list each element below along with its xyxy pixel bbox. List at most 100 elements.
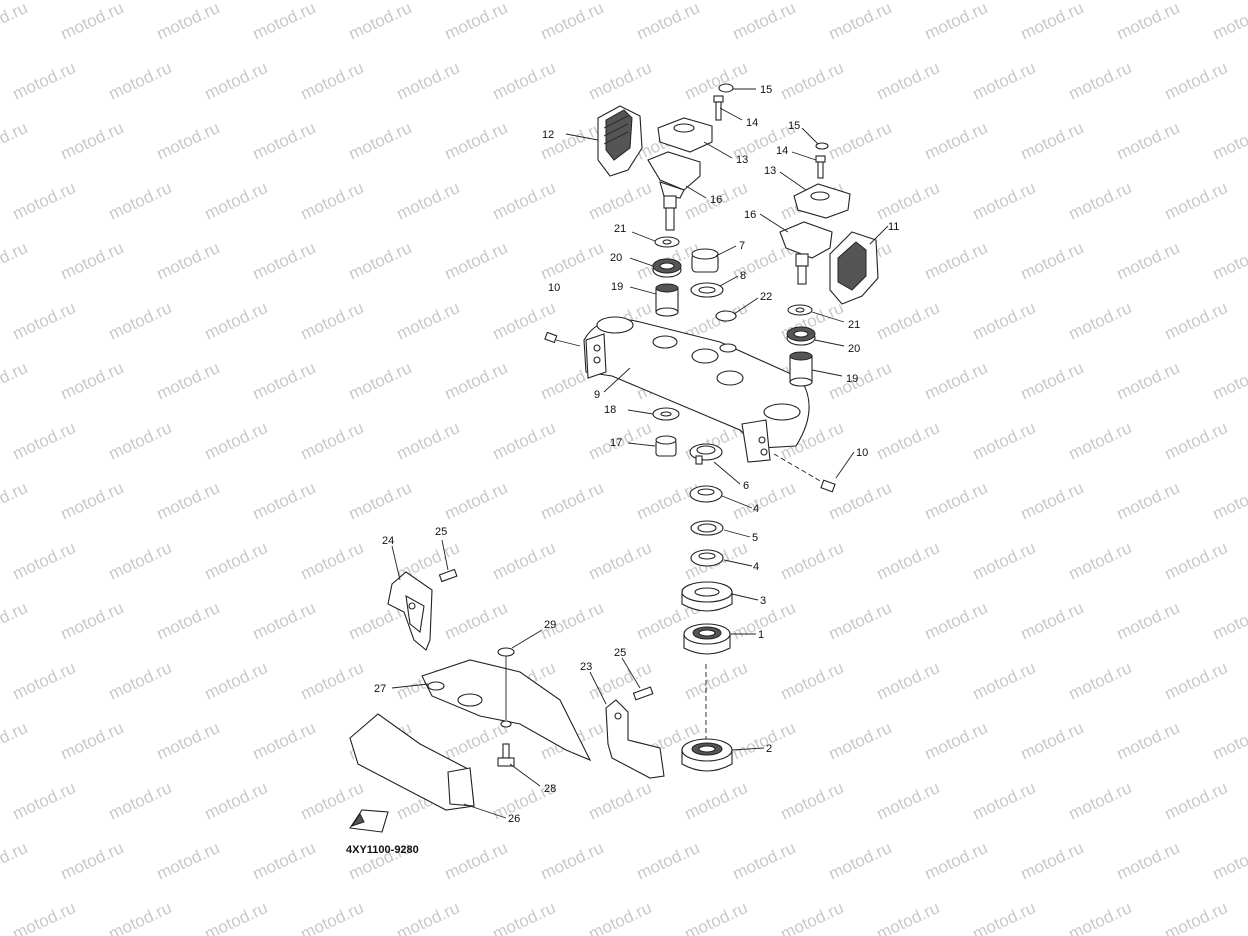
washer-21-right bbox=[787, 304, 813, 316]
ring-nut-4-upper bbox=[689, 485, 723, 503]
watermark-text: motod.ru bbox=[826, 598, 895, 644]
watermark-text: motod.ru bbox=[970, 418, 1039, 464]
watermark-text: motod.ru bbox=[1210, 358, 1248, 404]
watermark-text: motod.ru bbox=[682, 898, 751, 936]
watermark-text: motod.ru bbox=[874, 298, 943, 344]
watermark-text: motod.ru bbox=[106, 418, 175, 464]
watermark-text: motod.ru bbox=[1066, 778, 1135, 824]
watermark-text: motod.ru bbox=[298, 538, 367, 584]
watermark-text: motod.ru bbox=[490, 898, 559, 936]
watermark-text: motod.ru bbox=[970, 178, 1039, 224]
callout-10: 10 bbox=[548, 282, 560, 294]
watermark-text: motod.ru bbox=[0, 478, 30, 524]
watermark-text: motod.ru bbox=[58, 478, 127, 524]
upper-holder-right bbox=[793, 183, 851, 219]
watermark-text: motod.ru bbox=[634, 478, 703, 524]
watermark-text: motod.ru bbox=[970, 538, 1039, 584]
watermark-text: motod.ru bbox=[874, 178, 943, 224]
watermark-text: motod.ru bbox=[826, 478, 895, 524]
watermark-text: motod.ru bbox=[586, 58, 655, 104]
watermark-text: motod.ru bbox=[1066, 58, 1135, 104]
callout-20: 20 bbox=[610, 252, 622, 264]
watermark-text: motod.ru bbox=[1114, 598, 1183, 644]
callout-6: 6 bbox=[743, 480, 749, 492]
watermark-text: motod.ru bbox=[394, 58, 463, 104]
watermark-text: motod.ru bbox=[634, 838, 703, 884]
watermark-text: motod.ru bbox=[58, 598, 127, 644]
watermark-text: motod.ru bbox=[1018, 0, 1087, 44]
lower-holder-right bbox=[779, 221, 833, 285]
watermark-text: motod.ru bbox=[1162, 418, 1231, 464]
callout-25: 25 bbox=[435, 526, 447, 538]
watermark-text: motod.ru bbox=[10, 298, 79, 344]
watermark-text: motod.ru bbox=[10, 778, 79, 824]
watermark-text: motod.ru bbox=[1066, 658, 1135, 704]
watermark-text: motod.ru bbox=[1066, 538, 1135, 584]
watermark-text: motod.ru bbox=[922, 478, 991, 524]
callout-4: 4 bbox=[753, 503, 759, 515]
watermark-text: motod.ru bbox=[922, 358, 991, 404]
watermark-text: motod.ru bbox=[0, 358, 30, 404]
watermark-text: motod.ru bbox=[154, 358, 223, 404]
watermark-text: motod.ru bbox=[1114, 358, 1183, 404]
watermark-text: motod.ru bbox=[0, 238, 30, 284]
watermark-text: motod.ru bbox=[202, 418, 271, 464]
watermark-text: motod.ru bbox=[874, 898, 943, 936]
callout-19: 19 bbox=[611, 281, 623, 293]
handlebar-cover-left bbox=[597, 105, 643, 177]
callout-9: 9 bbox=[594, 389, 600, 401]
watermark-text: motod.ru bbox=[154, 598, 223, 644]
watermark-text: motod.ru bbox=[730, 478, 799, 524]
watermark-text: motod.ru bbox=[58, 838, 127, 884]
watermark-text: motod.ru bbox=[1162, 298, 1231, 344]
callout-29: 29 bbox=[544, 619, 556, 631]
watermark-text: motod.ru bbox=[682, 778, 751, 824]
watermark-text: motod.ru bbox=[538, 0, 607, 44]
washer-5 bbox=[690, 520, 724, 536]
bolt-29 bbox=[497, 647, 515, 720]
watermark-text: motod.ru bbox=[202, 898, 271, 936]
ring-nut-4-lower bbox=[690, 549, 724, 567]
watermark-text: motod.ru bbox=[250, 118, 319, 164]
callout-14: 14 bbox=[776, 145, 788, 157]
callout-10: 10 bbox=[856, 447, 868, 459]
bolt-10-right bbox=[773, 453, 836, 493]
callout-25: 25 bbox=[614, 647, 626, 659]
arrow-fwd-icon bbox=[349, 809, 389, 833]
watermark-text: motod.ru bbox=[586, 898, 655, 936]
watermark-text: motod.ru bbox=[58, 358, 127, 404]
watermark-text: motod.ru bbox=[250, 718, 319, 764]
watermark-text: motod.ru bbox=[1066, 418, 1135, 464]
watermark-text: motod.ru bbox=[0, 598, 30, 644]
watermark-text: motod.ru bbox=[394, 898, 463, 936]
watermark-text: motod.ru bbox=[394, 298, 463, 344]
watermark-text: motod.ru bbox=[154, 838, 223, 884]
watermark-text: motod.ru bbox=[874, 658, 943, 704]
watermark-text: motod.ru bbox=[298, 58, 367, 104]
watermark-text: motod.ru bbox=[10, 898, 79, 936]
watermark-text: motod.ru bbox=[730, 838, 799, 884]
watermark-text: motod.ru bbox=[0, 718, 30, 764]
callout-8: 8 bbox=[740, 270, 746, 282]
watermark-text: motod.ru bbox=[394, 418, 463, 464]
bolt-25-left bbox=[438, 568, 458, 583]
watermark-text: motod.ru bbox=[1162, 538, 1231, 584]
watermark-text: motod.ru bbox=[106, 658, 175, 704]
callout-14: 14 bbox=[746, 117, 758, 129]
watermark-text: motod.ru bbox=[970, 778, 1039, 824]
bolt-10-left bbox=[544, 331, 581, 347]
watermark-text: motod.ru bbox=[1018, 838, 1087, 884]
callout-13: 13 bbox=[736, 154, 748, 166]
watermark-text: motod.ru bbox=[0, 0, 30, 44]
callout-22: 22 bbox=[760, 291, 772, 303]
watermark-text: motod.ru bbox=[442, 358, 511, 404]
watermark-text: motod.ru bbox=[490, 178, 559, 224]
bolt-right-14 bbox=[815, 155, 826, 179]
watermark-text: motod.ru bbox=[0, 838, 30, 884]
watermark-text: motod.ru bbox=[730, 718, 799, 764]
washer-18 bbox=[652, 407, 680, 421]
watermark-text: motod.ru bbox=[1210, 718, 1248, 764]
callout-7: 7 bbox=[739, 240, 745, 252]
watermark-text: motod.ru bbox=[442, 838, 511, 884]
watermark-text: motod.ru bbox=[154, 118, 223, 164]
